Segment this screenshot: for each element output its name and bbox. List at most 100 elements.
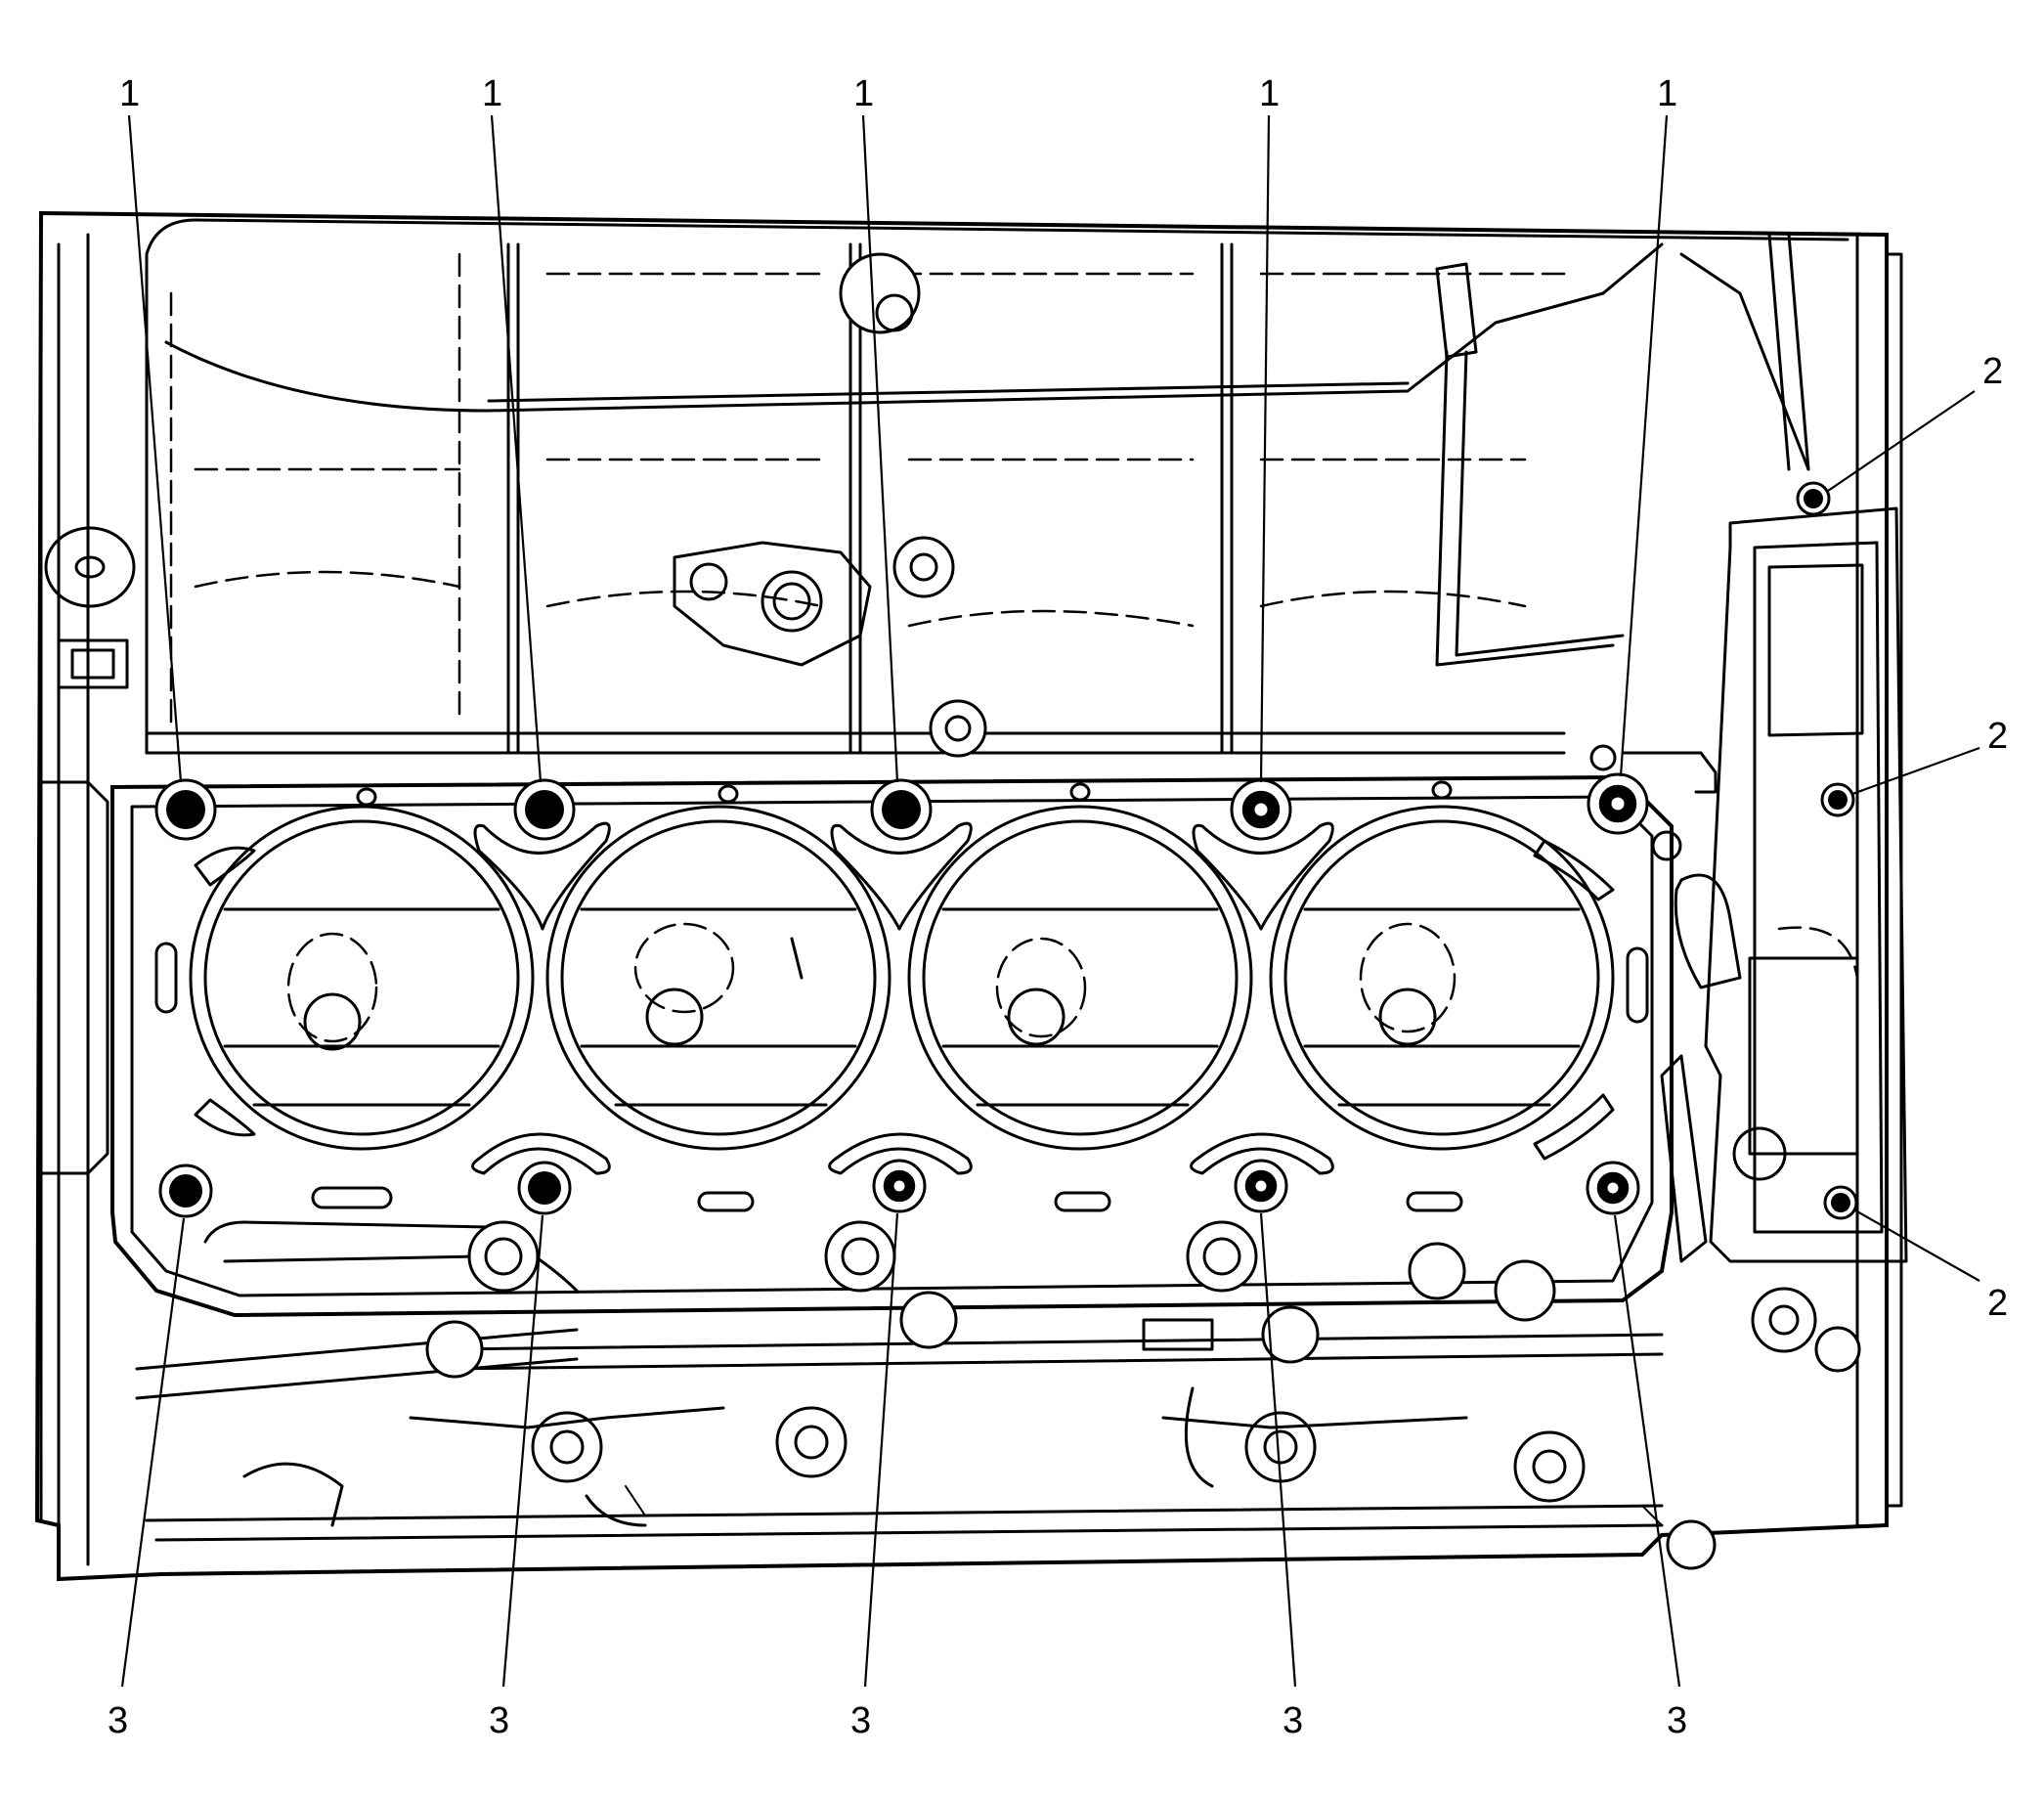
bolt-hole-upper-3 — [870, 778, 933, 841]
oil-pickup-port-inner — [772, 582, 811, 621]
coolant-x-top-3 — [1192, 821, 1334, 931]
main-cap-boss-11 — [1814, 1326, 1861, 1373]
chain-guide-slot — [1674, 873, 1742, 989]
callout-label-3-c: 3 — [850, 1700, 871, 1741]
lower-block — [135, 1220, 1861, 1570]
main-cap-boss-1 — [425, 1320, 484, 1379]
dowel-hole-4 — [1431, 780, 1453, 800]
coolant-slot-right-bottom — [1533, 1093, 1615, 1161]
callout-label-2-b: 2 — [1987, 716, 2008, 757]
main-cap-boss-3 — [775, 1406, 848, 1478]
coolant-slot-b2 — [697, 1191, 755, 1212]
cylinder-bore-4-inner — [1283, 819, 1600, 1136]
main-cap-boss-3-hole — [794, 1425, 829, 1460]
oil-pickup-hole-1 — [689, 562, 728, 601]
lower-boss-3-hole — [1202, 1237, 1241, 1276]
right-end-cover — [1704, 506, 1908, 1263]
bore-1-web — [223, 907, 500, 1107]
callout-labels: 1 1 1 1 1 2 2 2 3 3 3 3 3 — [108, 73, 2008, 1741]
coolant-slot-right-top — [1533, 839, 1615, 901]
bulkhead-3 — [1220, 242, 1234, 755]
timing-cover-hidden — [1777, 926, 1859, 980]
callout-label-2-a: 2 — [1982, 351, 2003, 392]
pump-boss-3 — [929, 699, 987, 758]
pump-boss-2 — [892, 536, 955, 598]
oil-return-hole — [1651, 830, 1682, 861]
block-left-boss — [44, 526, 136, 608]
main-cap-web-3 — [1184, 1386, 1214, 1488]
oil-pickup-port — [761, 570, 823, 633]
lower-skirt-rail-left — [135, 1328, 579, 1400]
hidden-curve-3 — [907, 609, 1195, 628]
main-cap-boss-10 — [1751, 1287, 1817, 1353]
bolt-hole-end-3 — [1823, 1185, 1858, 1220]
bore-internals — [223, 907, 1581, 1107]
block-outline — [34, 210, 1889, 1582]
timing-cover-lower — [1748, 956, 1859, 1156]
callout-label-1-e: 1 — [1657, 73, 1677, 114]
coolant-passages — [154, 744, 1742, 1263]
callout-label-2-c: 2 — [1987, 1283, 2008, 1324]
chain-slot-lower — [1660, 1054, 1708, 1263]
dowel-hole-2 — [718, 784, 739, 804]
pan-rail — [145, 1504, 1664, 1542]
bulkhead-1 — [506, 242, 520, 755]
dowel-hole-3 — [1069, 782, 1091, 802]
main-cap-boss-8 — [1408, 1242, 1466, 1300]
bolt-hole-upper-2 — [513, 778, 576, 841]
callout-label-1-d: 1 — [1259, 73, 1280, 114]
right-rod — [1767, 233, 1810, 471]
timing-cover-boss — [1732, 1126, 1787, 1181]
coolant-x-bottom-3 — [1190, 1132, 1334, 1175]
main-cap-strap-2 — [1161, 1416, 1468, 1429]
block-left-slot-inner — [70, 648, 115, 680]
main-cap-boss-5-hole — [1263, 1429, 1298, 1465]
leader-lower-2 — [501, 1214, 544, 1688]
leader-lines — [120, 114, 1980, 1688]
main-cap-boss-10-hole — [1768, 1304, 1800, 1336]
lower-boss-2 — [824, 1220, 896, 1293]
callout-label-1-c: 1 — [853, 73, 874, 114]
oil-feed-hole — [1589, 744, 1617, 771]
callout-label-3-e: 3 — [1667, 1700, 1687, 1741]
main-cap-ticks — [625, 1485, 1663, 1526]
main-bearing-caps — [242, 1242, 1861, 1570]
leader-lower-1 — [120, 1217, 186, 1688]
bore-1-journal — [286, 932, 378, 1043]
bore-2-pin — [645, 988, 704, 1046]
main-cap-boss-2-hole — [549, 1429, 585, 1465]
cylinder-bores — [189, 805, 1615, 1151]
bolt-hole-upper-5 — [1587, 772, 1649, 835]
cylinder-bore-1 — [189, 805, 535, 1151]
cylinder-bore-2 — [545, 805, 892, 1151]
upper-crankcase — [145, 218, 1849, 758]
coolant-slot-right-mid — [1626, 946, 1649, 1024]
crankcase-sweep — [164, 291, 1605, 413]
cylinder-bore-3 — [907, 805, 1253, 1151]
leader-end-1 — [1827, 390, 1976, 492]
leader-upper-4 — [1259, 114, 1271, 783]
callout-label-3-d: 3 — [1283, 1700, 1303, 1741]
oil-pickup-flange — [673, 541, 872, 667]
timing-cover-inner — [1753, 541, 1884, 1234]
bolt-hole-upper-4 — [1230, 778, 1292, 841]
main-cap-boss-2 — [531, 1411, 603, 1483]
main-cap-web-2 — [585, 1494, 647, 1527]
cylinder-bore-4 — [1269, 805, 1615, 1151]
bore-4-journal — [1359, 922, 1457, 1033]
crankcase-sweep-inner — [487, 381, 1410, 403]
coolant-slot-left-mid — [154, 942, 178, 1014]
bolt-hole-lower-3 — [872, 1159, 927, 1213]
coolant-x-bottom-1 — [471, 1132, 611, 1175]
oil-feed-channel — [1621, 751, 1718, 794]
lower-boss-1-hole — [484, 1237, 523, 1276]
leader-lower-3 — [863, 1212, 899, 1688]
main-cap-web-1 — [242, 1462, 344, 1527]
coolant-x-bottom-2 — [828, 1132, 973, 1175]
right-tube — [1601, 242, 1810, 471]
head-gasket — [110, 744, 1742, 1318]
leader-end-2 — [1851, 746, 1980, 796]
lower-tag — [1142, 1318, 1214, 1351]
callout-label-3-a: 3 — [108, 1700, 128, 1741]
hidden-curve-4 — [1259, 590, 1527, 608]
